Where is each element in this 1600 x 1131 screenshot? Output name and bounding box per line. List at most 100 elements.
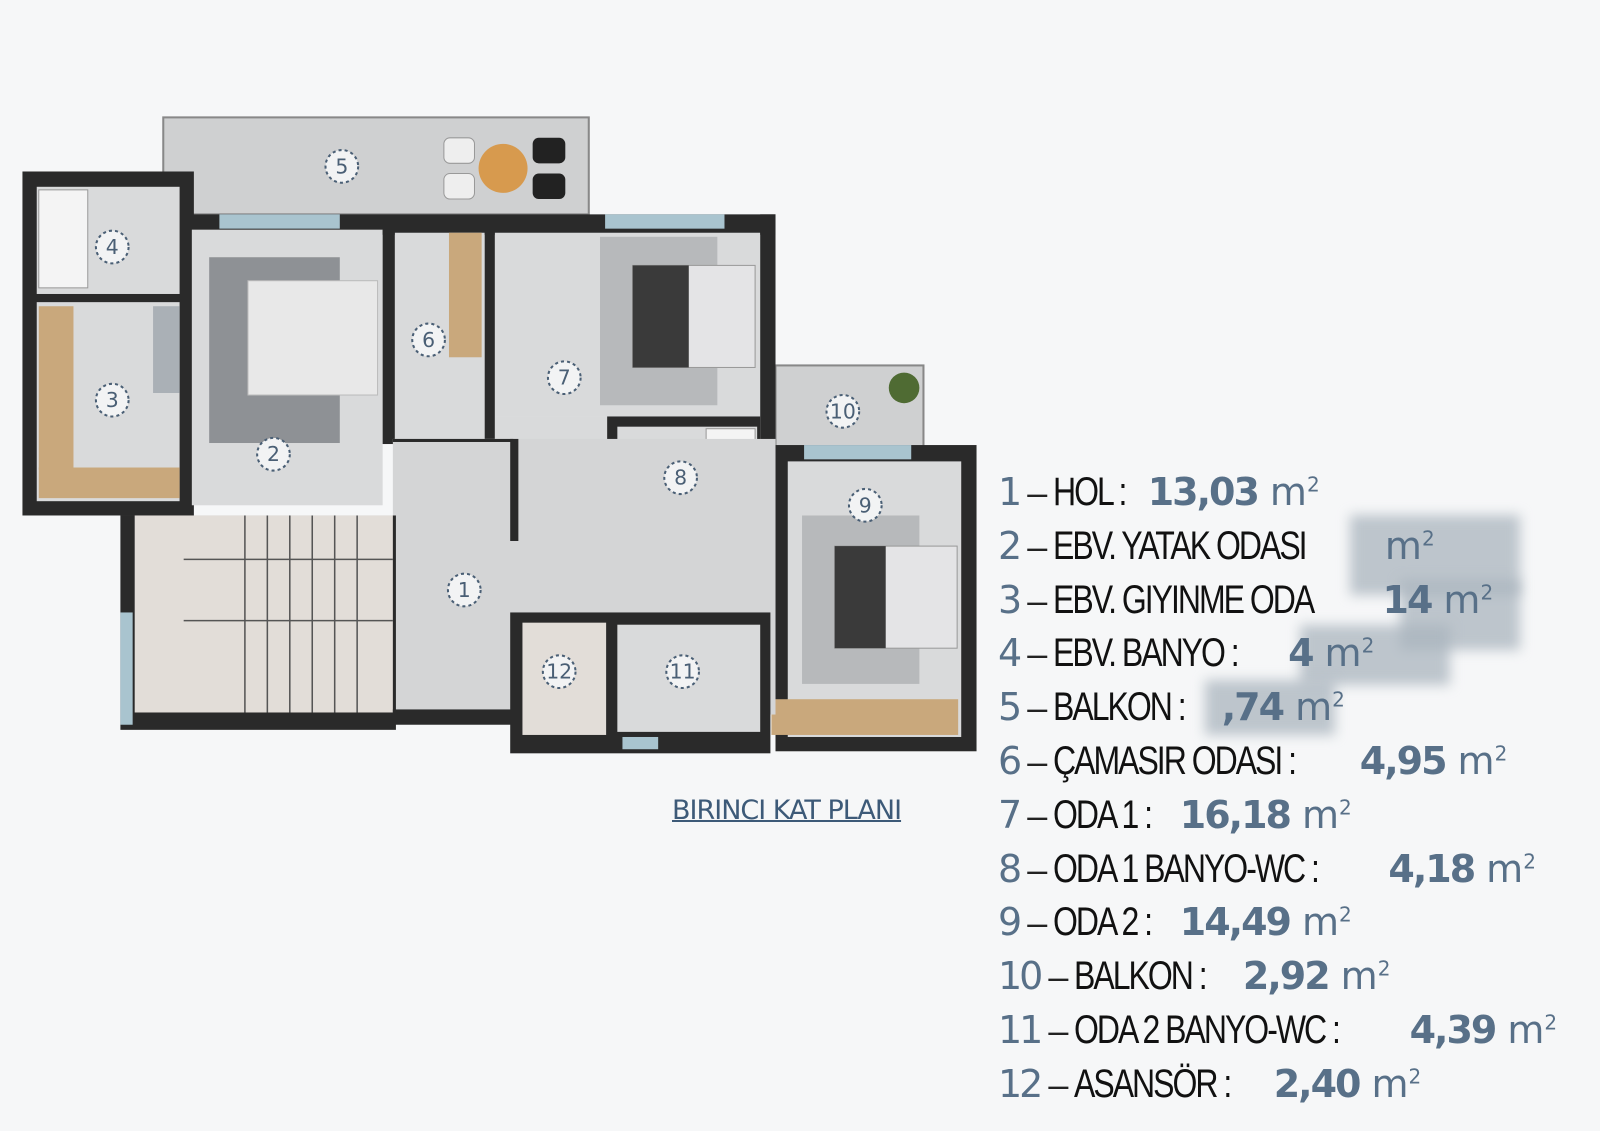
room-name: ODA 2 : bbox=[1053, 900, 1153, 945]
room-area: 4,18 bbox=[1388, 846, 1476, 891]
unit-power: 2 bbox=[1377, 956, 1391, 981]
unit-label: m bbox=[1301, 900, 1340, 945]
marker-circle bbox=[94, 382, 130, 418]
room-area: ,74 bbox=[1221, 685, 1285, 730]
room-name: ODA 1 : bbox=[1053, 792, 1153, 837]
room-number: 7 bbox=[998, 792, 1022, 837]
unit-label: m bbox=[1295, 685, 1333, 730]
area-unit: m2 bbox=[1341, 954, 1391, 998]
dash: – bbox=[1048, 1063, 1069, 1105]
area-unit: m2 bbox=[1486, 847, 1536, 891]
unit-power: 2 bbox=[1339, 795, 1352, 820]
dash: – bbox=[1027, 525, 1048, 567]
area-unit: m2 bbox=[1458, 739, 1508, 783]
room-marker-11: 11 bbox=[665, 654, 700, 690]
marker-circle bbox=[94, 229, 130, 265]
dash: – bbox=[1027, 848, 1048, 890]
unit-label: m bbox=[1301, 792, 1340, 837]
marker-number: 7 bbox=[558, 366, 571, 390]
marker-number: 12 bbox=[546, 660, 572, 684]
marker-circle bbox=[446, 572, 482, 608]
unit-power: 2 bbox=[1361, 633, 1375, 658]
room-area: 14,49 bbox=[1179, 900, 1292, 945]
area-unit: m2 bbox=[1270, 470, 1320, 514]
marker-circle bbox=[541, 654, 577, 690]
unit-power: 2 bbox=[1332, 687, 1345, 712]
room-number: 4 bbox=[998, 631, 1022, 676]
unit-power: 2 bbox=[1480, 579, 1494, 604]
marker-circle bbox=[825, 394, 861, 429]
room-number: 9 bbox=[998, 900, 1022, 945]
unit-label: m bbox=[1457, 738, 1495, 783]
room-name: ASANSÖR : bbox=[1074, 1061, 1232, 1106]
area-unit: m2 bbox=[1302, 793, 1352, 837]
dash: – bbox=[1048, 1009, 1069, 1051]
room-marker-5: 5 bbox=[324, 149, 360, 184]
room-area: 2,40 bbox=[1273, 1061, 1362, 1106]
area-unit: m2 bbox=[1295, 685, 1345, 729]
dash: – bbox=[1027, 740, 1048, 782]
area-unit: m2 bbox=[1325, 631, 1375, 675]
area-unit: m2 bbox=[1385, 524, 1435, 568]
area-unit: m2 bbox=[1443, 578, 1493, 622]
room-marker-12: 12 bbox=[541, 654, 577, 690]
dash: – bbox=[1027, 794, 1048, 836]
marker-number: 11 bbox=[670, 660, 696, 684]
room-area: 4 bbox=[1288, 631, 1314, 676]
marker-number: 9 bbox=[859, 493, 872, 517]
redaction-blur bbox=[1205, 680, 1335, 735]
room-name: BALKON : bbox=[1053, 685, 1187, 730]
room-number: 10 bbox=[998, 954, 1043, 999]
unit-power: 2 bbox=[1523, 848, 1536, 873]
marker-number: 8 bbox=[674, 466, 687, 490]
area-unit: m2 bbox=[1302, 900, 1352, 944]
room-number: 6 bbox=[998, 738, 1022, 783]
marker-circle bbox=[411, 322, 446, 358]
room-name: ODA 2 BANYO-WC : bbox=[1074, 1007, 1341, 1052]
unit-power: 2 bbox=[1339, 902, 1352, 927]
room-area: 4,39 bbox=[1409, 1007, 1498, 1052]
marker-circle bbox=[847, 487, 883, 523]
area-unit: m2 bbox=[1372, 1062, 1422, 1106]
unit-label: m bbox=[1340, 954, 1378, 999]
unit-power: 2 bbox=[1494, 741, 1508, 766]
dash: – bbox=[1027, 687, 1048, 729]
marker-number: 3 bbox=[106, 388, 119, 412]
room-marker-3: 3 bbox=[94, 382, 130, 418]
walls-and-floors bbox=[22, 171, 977, 754]
marker-number: 6 bbox=[422, 328, 435, 352]
marker-circle bbox=[324, 149, 360, 184]
unit-label: m bbox=[1269, 470, 1307, 514]
marker-number: 4 bbox=[106, 235, 119, 259]
unit-label: m bbox=[1486, 846, 1524, 891]
room-area: 13,03 bbox=[1147, 470, 1260, 514]
room-marker-10: 10 bbox=[825, 394, 861, 429]
unit-power: 2 bbox=[1421, 526, 1435, 551]
unit-power: 2 bbox=[1306, 472, 1320, 497]
room-area: 16,18 bbox=[1179, 792, 1292, 837]
room-marker-2: 2 bbox=[256, 436, 291, 472]
room-name: BALKON : bbox=[1074, 954, 1208, 999]
marker-number: 5 bbox=[335, 154, 348, 178]
marker-circle bbox=[665, 654, 700, 690]
room-marker-8: 8 bbox=[663, 460, 698, 496]
unit-label: m bbox=[1371, 1061, 1409, 1106]
room-number: 8 bbox=[998, 846, 1022, 891]
room-name: EBV. GIYINME ODA bbox=[1053, 577, 1315, 622]
room-name: EBV. YATAK ODASI bbox=[1053, 523, 1308, 568]
marker-circle bbox=[256, 436, 291, 472]
balcony-5 bbox=[162, 116, 590, 216]
plan-title: BIRINCI KAT PLANI bbox=[672, 795, 902, 826]
room-number: 12 bbox=[998, 1061, 1043, 1106]
